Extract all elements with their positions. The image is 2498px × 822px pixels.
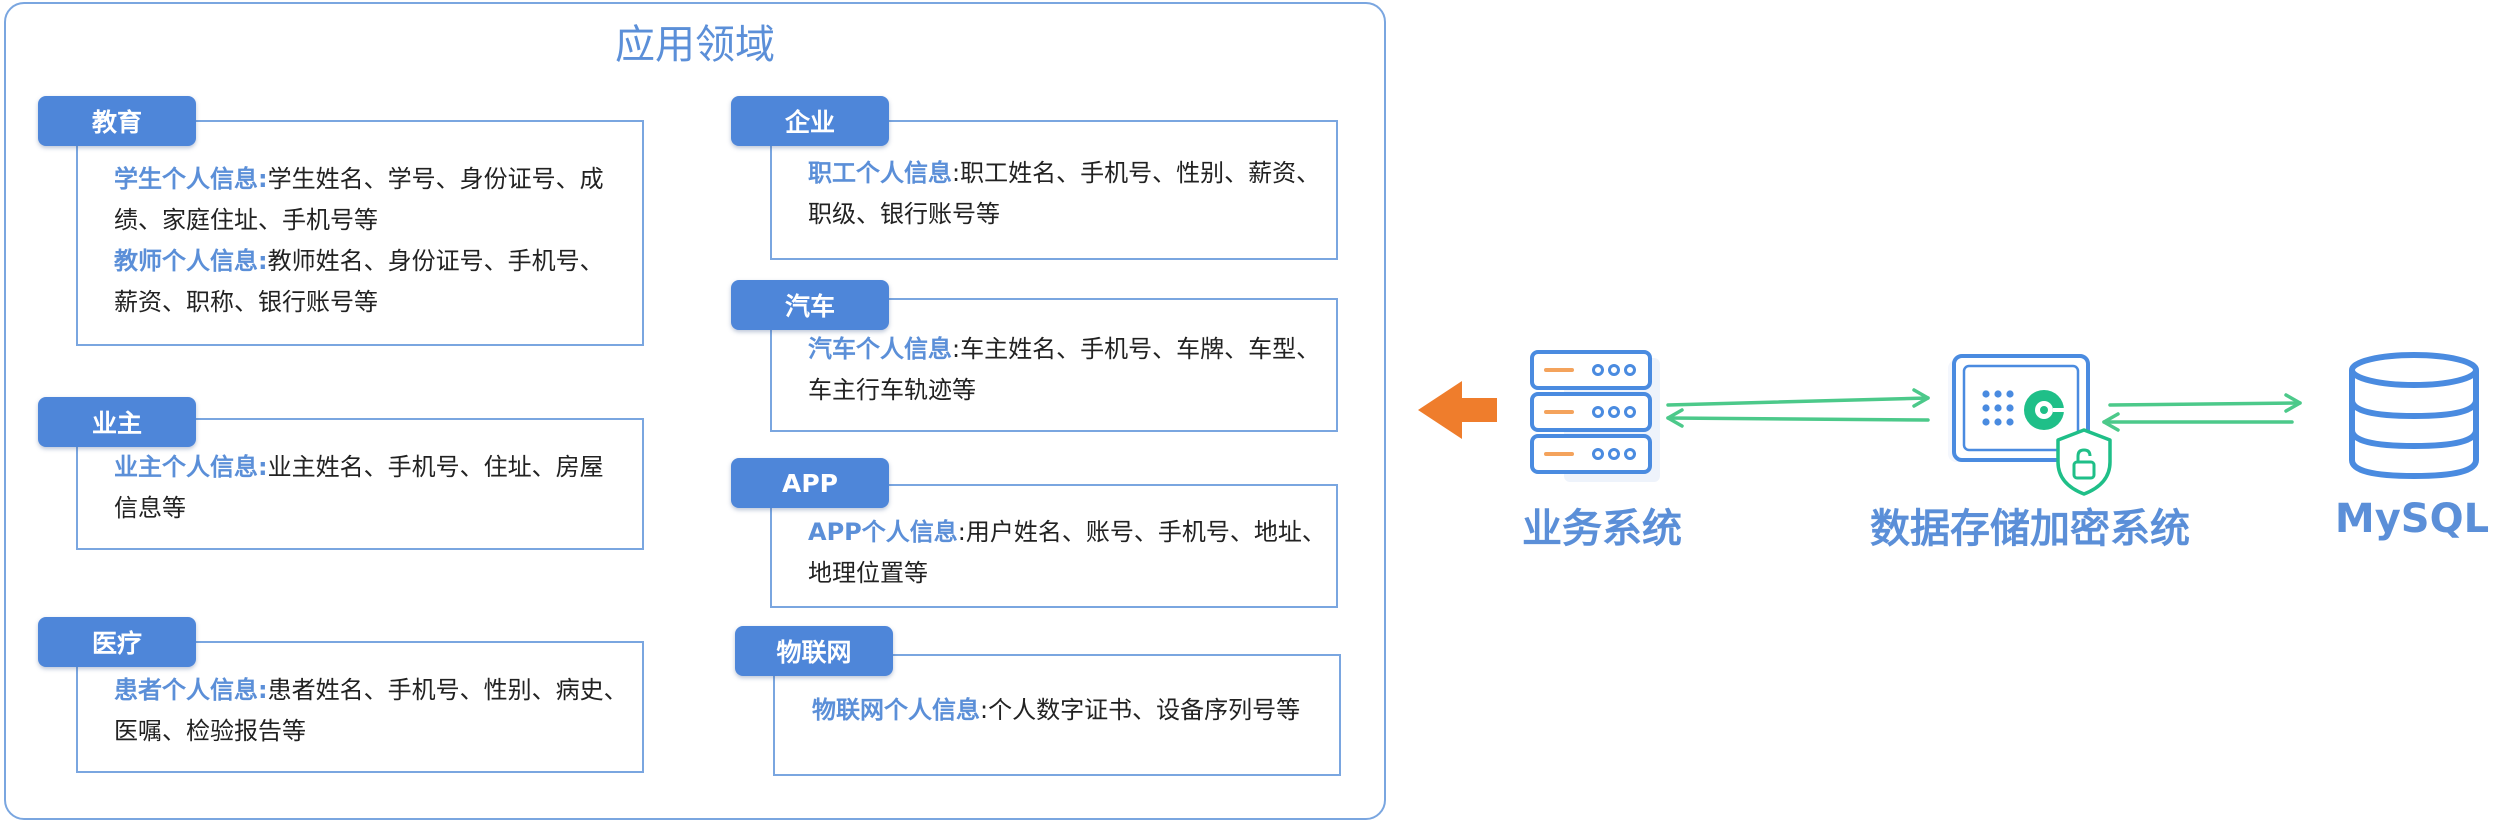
patient-info-label: 患者个人信息: [114,676,268,704]
owner-info-label: 业主个人信息: [114,453,268,481]
mysql-database-icon [2349,352,2479,480]
card-edu-box [76,120,644,346]
system-flow-graphic [1418,350,2479,496]
edu-line-2: 绩、家庭住址、手机号等 [114,206,378,234]
edu-line-1: 学生个人信息:学生姓名、学号、身份证号、成 [114,165,604,193]
card-iot-text: 物联网个人信息:个人数字证书、设备序列号等 [812,690,1332,731]
iot-line-1: 物联网个人信息:个人数字证书、设备序列号等 [812,696,1301,724]
card-owner-tab: 业主 [38,397,196,447]
owner-line-1: 业主个人信息:业主姓名、手机号、住址、房屋 [114,453,604,481]
medical-line-2: 医嘱、检验报告等 [114,717,306,745]
card-medical-text: 患者个人信息:患者姓名、手机号、性别、病史、 医嘱、检验报告等 [114,670,634,752]
card-edu-tab: 教育 [38,96,196,146]
card-car-text: 汽车个人信息:车主姓名、手机号、车牌、车型、 车主行车轨迹等 [808,329,1328,411]
card-app-text: APP个人信息:用户姓名、账号、手机号、地址、 地理位置等 [808,512,1328,594]
bidirectional-arrow-1-icon [1666,388,1930,428]
encryption-system-label: 数据存储加密系统 [1870,506,2190,552]
edu-line-3: 教师个人信息:教师姓名、身份证号、手机号、 [114,247,604,275]
student-info-label: 学生个人信息: [114,165,268,193]
card-edu-text: 学生个人信息:学生姓名、学号、身份证号、成 绩、家庭住址、手机号等 教师个人信息… [114,159,634,323]
business-system-label: 业务系统 [1522,506,1682,552]
card-iot-tab: 物联网 [735,626,893,676]
app-line-2: 地理位置等 [808,559,928,587]
car-line-2: 车主行车轨迹等 [808,376,976,404]
edu-line-4: 薪资、职称、银行账号等 [114,288,378,316]
employee-info-label: 职工个人信息 [808,159,952,187]
panel-title: 应用领域 [615,22,775,68]
medical-line-1: 患者个人信息:患者姓名、手机号、性别、病史、 [114,676,628,704]
server-icon [1530,350,1660,482]
car-info-label: 汽车个人信息 [808,335,952,363]
card-owner-text: 业主个人信息:业主姓名、手机号、住址、房屋 信息等 [114,447,634,529]
enterprise-line-1: 职工个人信息:职工姓名、手机号、性别、薪资、 [808,159,1321,187]
card-medical-tab: 医疗 [38,617,196,667]
app-info-label: APP个人信息 [808,518,958,546]
card-car-tab: 汽车 [731,280,889,330]
card-app-tab: APP [731,458,889,508]
encryption-safe-icon [1948,354,2112,496]
application-domain-panel [4,2,1386,820]
mysql-label: MySQL [2334,496,2490,542]
card-enterprise-tab: 企业 [731,96,889,146]
enterprise-line-2: 职级、银行账号等 [808,200,1000,228]
card-enterprise-text: 职工个人信息:职工姓名、手机号、性别、薪资、 职级、银行账号等 [808,153,1328,235]
car-line-1: 汽车个人信息:车主姓名、手机号、车牌、车型、 [808,335,1321,363]
owner-line-2: 信息等 [114,494,186,522]
teacher-info-label: 教师个人信息: [114,247,268,275]
orange-left-arrow-icon [1418,381,1497,439]
iot-info-label: 物联网个人信息 [812,696,980,724]
bidirectional-arrow-2-icon [2102,393,2302,432]
app-line-1: APP个人信息:用户姓名、账号、手机号、地址、 [808,518,1326,546]
